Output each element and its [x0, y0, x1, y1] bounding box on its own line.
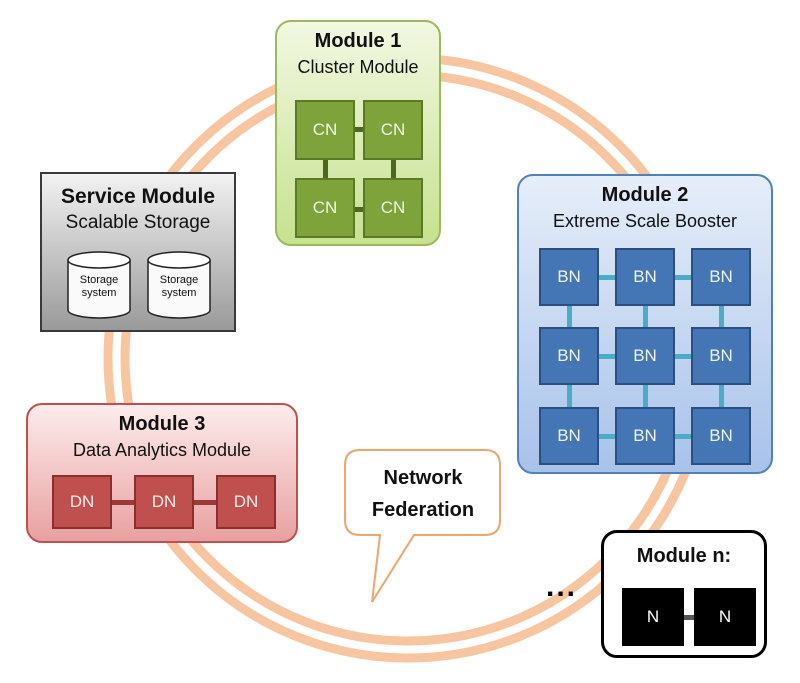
analytics-node: DN	[52, 475, 112, 529]
booster-node: BN	[539, 248, 599, 306]
bn-link	[599, 275, 615, 280]
module-3-analytics: Module 3 Data Analytics Module DN DN DN	[26, 403, 298, 543]
analytics-node: DN	[216, 475, 276, 529]
booster-node: BN	[539, 407, 599, 465]
booster-node: BN	[691, 248, 751, 306]
dn-link	[112, 500, 136, 505]
cluster-node: CN	[363, 178, 423, 238]
booster-node: BN	[539, 327, 599, 385]
generic-node: N	[622, 588, 684, 646]
service-module-title: Service Module	[60, 185, 216, 208]
bn-link	[675, 434, 691, 439]
module-2-subtitle: Extreme Scale Booster	[552, 211, 738, 231]
generic-node: N	[694, 588, 756, 646]
module-1-cluster: Module 1 Cluster Module CN CN CN CN	[275, 20, 441, 246]
network-federation-label: Network Federation	[371, 467, 475, 521]
module-1-subtitle: Cluster Module	[297, 57, 419, 77]
storage-system-2-icon	[147, 251, 211, 319]
storage-system-1-icon	[67, 251, 131, 319]
analytics-node: DN	[134, 475, 194, 529]
cn-link	[355, 207, 365, 212]
booster-node: BN	[691, 407, 751, 465]
cluster-node: CN	[363, 100, 423, 160]
dn-link	[194, 500, 218, 505]
booster-node: BN	[615, 327, 675, 385]
booster-node: BN	[615, 407, 675, 465]
module-n-title: Module n:	[636, 545, 732, 567]
cn-link	[323, 160, 328, 178]
cluster-node: CN	[295, 178, 355, 238]
bn-link	[719, 385, 724, 407]
module-3-title: Module 3	[118, 413, 206, 435]
bn-link	[643, 385, 648, 407]
module-2-booster: Module 2 Extreme Scale Booster BN BN BN …	[517, 174, 773, 474]
cn-link	[355, 127, 365, 132]
module-n: Module n: N N	[601, 530, 767, 658]
bn-link	[719, 306, 724, 328]
service-module-subtitle: Scalable Storage	[65, 212, 211, 233]
bn-link	[567, 306, 572, 328]
cluster-node: CN	[295, 100, 355, 160]
module-1-title: Module 1	[314, 30, 402, 52]
more-modules-ellipsis: ...	[546, 570, 578, 603]
module-2-title: Module 2	[601, 184, 689, 206]
cn-link	[391, 160, 396, 178]
n-link	[684, 615, 696, 620]
bn-link	[599, 354, 615, 359]
bn-link	[599, 434, 615, 439]
booster-node: BN	[691, 327, 751, 385]
bn-link	[643, 306, 648, 328]
booster-node: BN	[615, 248, 675, 306]
bn-link	[567, 385, 572, 407]
module-3-subtitle: Data Analytics Module	[72, 440, 252, 460]
bn-link	[675, 275, 691, 280]
bn-link	[675, 354, 691, 359]
